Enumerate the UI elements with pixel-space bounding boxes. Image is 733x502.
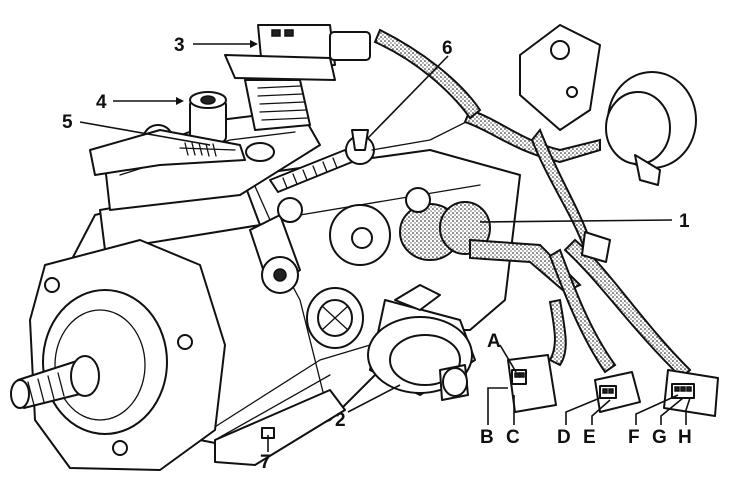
callout-2: 2 xyxy=(335,410,346,431)
wiring-harness xyxy=(373,24,697,380)
connector-fgh xyxy=(663,369,719,417)
callout-labels: 1 2 3 4 5 6 7 A B C D E F G H xyxy=(62,35,692,473)
throttle-cable xyxy=(269,119,471,193)
callout-H: H xyxy=(678,427,692,448)
connector-bc xyxy=(507,354,557,413)
callout-E: E xyxy=(583,427,596,448)
callout-7: 7 xyxy=(260,452,271,473)
leader-lines xyxy=(79,40,691,452)
callout-C: C xyxy=(506,427,520,448)
mounting-flange xyxy=(29,239,226,471)
stop-solenoid xyxy=(189,91,227,143)
top-sensor xyxy=(224,24,371,131)
callout-5: 5 xyxy=(62,112,73,133)
lever-assembly xyxy=(249,197,391,294)
callout-D: D xyxy=(557,427,571,448)
callout-3: 3 xyxy=(174,35,185,56)
drive-shaft xyxy=(10,355,100,409)
connector-de xyxy=(594,371,641,413)
callout-A: A xyxy=(487,331,501,352)
callout-B: B xyxy=(480,427,494,448)
callout-6: 6 xyxy=(442,38,453,59)
callout-4: 4 xyxy=(96,92,107,113)
callout-F: F xyxy=(628,427,640,448)
callout-1: 1 xyxy=(679,211,690,232)
pump-port xyxy=(306,287,364,349)
round-sensor xyxy=(367,284,476,401)
callout-G: G xyxy=(652,427,667,448)
throttle-linkage xyxy=(89,124,275,176)
